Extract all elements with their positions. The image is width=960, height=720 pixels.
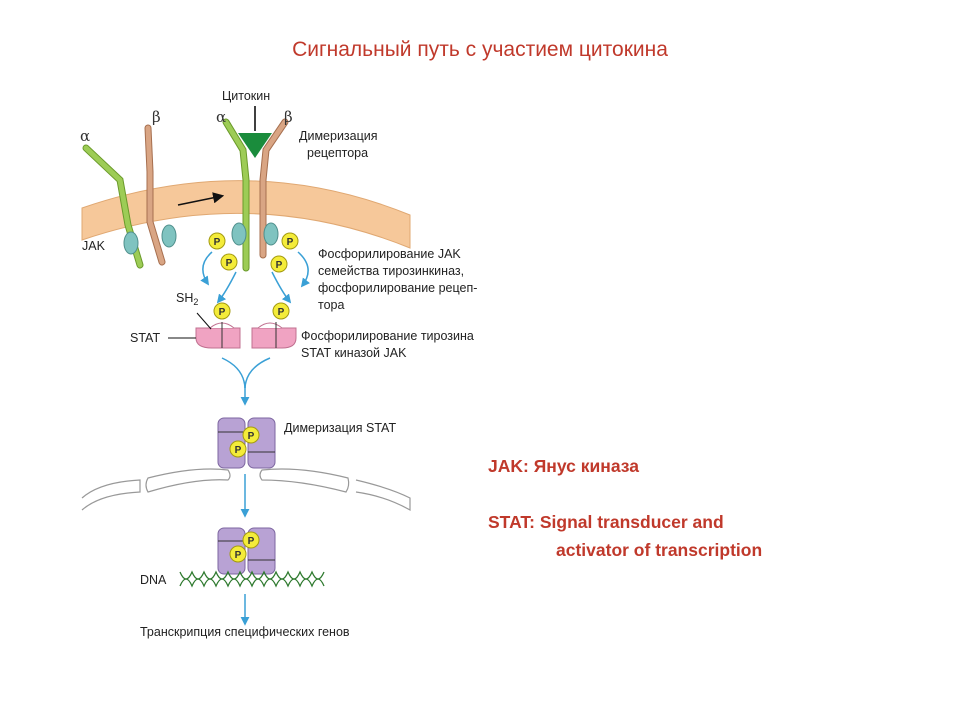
phospho-arrow-left (200, 251, 213, 286)
legend-stat-line-2: activator of transcription (556, 540, 763, 560)
stat-monomer-left (195, 322, 241, 349)
sh2-pointer (196, 312, 212, 330)
dna-label: DNA (140, 573, 167, 587)
svg-text:P: P (214, 237, 221, 248)
jak-left-1 (123, 231, 139, 255)
alpha-label-left: α (80, 127, 90, 145)
phosphate-dimer-2: P (229, 440, 247, 458)
beta-label-right: β (284, 108, 293, 126)
jak-phosphorylation-line-3: фосфорилирование рецеп- (318, 281, 477, 295)
jak-right-2 (263, 222, 279, 246)
svg-text:P: P (248, 536, 255, 547)
svg-text:P: P (278, 307, 285, 318)
jak-phosphorylation-line-2: семейства тирозинкиназ, (318, 264, 464, 278)
jak-phosphorylation-line-1: Фосфорилирование JAK (318, 247, 461, 261)
stat-recruit-arrow-left (216, 271, 237, 304)
alpha-label-right: α (216, 108, 226, 126)
stat-label: STAT (130, 331, 160, 345)
cytokine-label: Цитокин (222, 89, 270, 103)
phospho-arrow-right (297, 251, 310, 288)
stat-dimerization-label: Димеризация STAT (284, 421, 396, 435)
nuclear-envelope (81, 468, 411, 512)
cytokine-ligand (238, 133, 272, 158)
membrane-direction-arrow (177, 192, 225, 206)
phosphate-nucleus-2: P (229, 545, 247, 563)
svg-text:P: P (287, 237, 294, 248)
jak-right-1 (231, 222, 247, 246)
phosphate-jak-3: P (281, 232, 299, 250)
phosphate-stat-right: P (272, 302, 290, 320)
svg-text:P: P (219, 307, 226, 318)
svg-text:P: P (276, 260, 283, 271)
dimerization-arrow-left (221, 357, 246, 389)
legend-stat-line-1: STAT: Signal transducer and (488, 512, 724, 532)
receptor-dimerization-label-1: Димеризация (299, 129, 378, 143)
slide-title: Сигнальный путь с участием цитокина (292, 38, 668, 61)
transcription-label: Транскрипция специфических генов (140, 625, 350, 639)
jak-left-2 (161, 224, 177, 248)
stat-dimer-cytoplasm (217, 417, 276, 469)
receptor-beta-right (259, 118, 289, 259)
stat-monomer-right (251, 322, 297, 349)
svg-text:P: P (248, 431, 255, 442)
phosphate-dimer-1: P (242, 426, 260, 444)
phosphate-stat-left: P (213, 302, 231, 320)
svg-text:P: P (235, 550, 242, 561)
phosphate-jak-2: P (220, 253, 238, 271)
sh2-label: SH2 (176, 291, 198, 307)
receptor-dimerization-label-2: рецептора (307, 146, 368, 160)
beta-label-left: β (152, 108, 161, 126)
svg-text:P: P (226, 258, 233, 269)
dimerization-arrow-right (244, 357, 271, 389)
jak-label: JAK (82, 239, 106, 253)
phosphate-nucleus-1: P (242, 531, 260, 549)
jak-phosphorylation-line-4: тора (318, 298, 344, 312)
cell-membrane (81, 180, 411, 249)
stat-recruit-arrow-right (271, 271, 292, 304)
receptor-beta-left (144, 124, 166, 266)
stat-phosphorylation-line-1: Фосфорилирование тирозина (301, 329, 474, 343)
dna-helix (179, 570, 325, 588)
svg-text:P: P (235, 445, 242, 456)
receptor-alpha-right (222, 118, 250, 272)
phosphate-jak-4: P (270, 255, 288, 273)
stat-phosphorylation-line-2: STAT киназой JAK (301, 346, 407, 360)
phosphate-jak-1: P (208, 232, 226, 250)
legend-jak: JAK: Янус киназа (488, 456, 639, 476)
